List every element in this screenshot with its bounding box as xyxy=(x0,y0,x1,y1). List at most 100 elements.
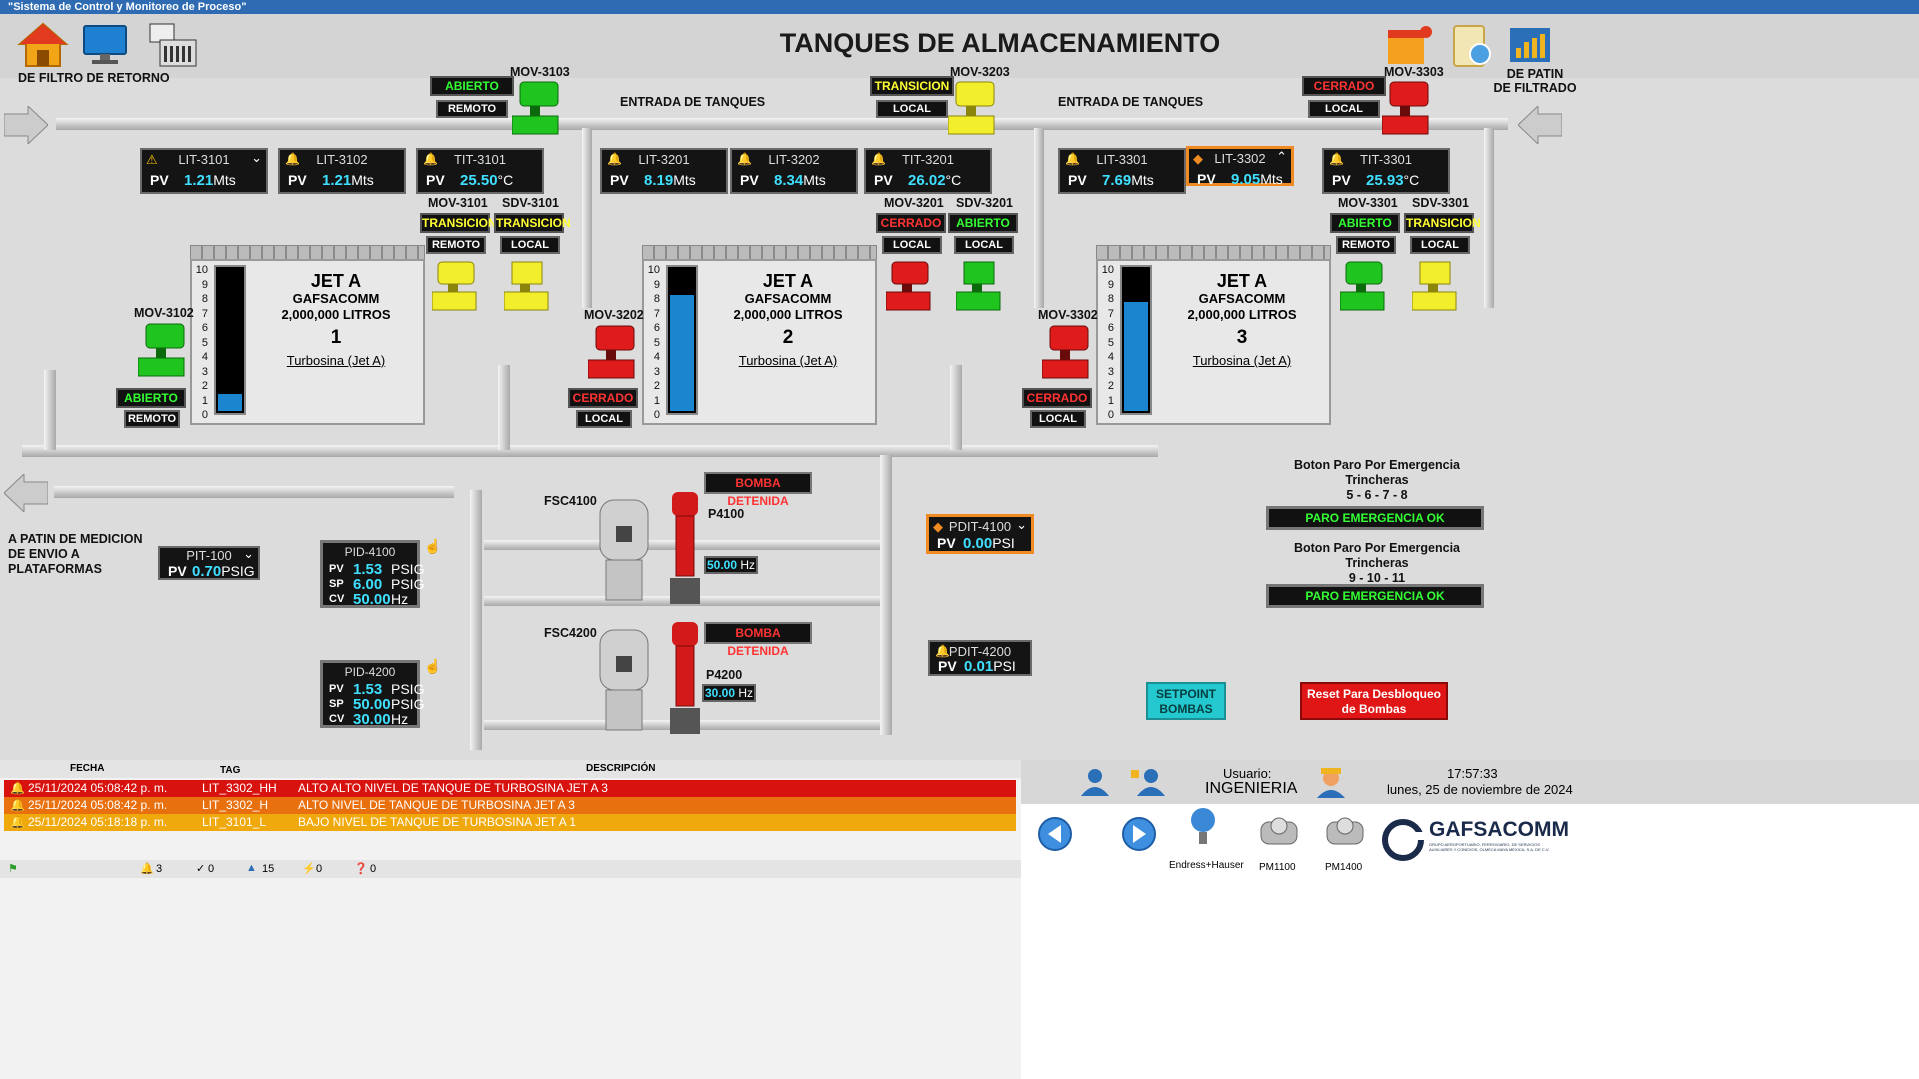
valve-sdv-3201[interactable]: SDV-3201 ABIERTO LOCAL xyxy=(948,196,1028,316)
network-icon[interactable] xyxy=(146,20,200,70)
pv-value: 1.21 xyxy=(322,172,352,189)
bell-icon: 🔔 xyxy=(607,152,622,166)
back-arrow-icon[interactable] xyxy=(1037,816,1073,852)
chevron-down-icon[interactable]: ⌄ xyxy=(243,546,254,561)
filter-vessel-icon[interactable] xyxy=(596,620,652,740)
trend-chart-icon[interactable] xyxy=(1504,20,1558,70)
motor-valve-icon xyxy=(1340,261,1385,311)
user-login-icon[interactable] xyxy=(1079,766,1111,798)
hz-value: 50.00 xyxy=(706,558,737,572)
valve-mov-3102[interactable]: MOV-3102 ABIERTO REMOTO xyxy=(116,306,206,428)
hand-pointer-icon[interactable]: ☝ xyxy=(424,658,442,674)
engineer-icon[interactable] xyxy=(1315,766,1349,798)
pump-label-p4100: P4100 xyxy=(708,507,745,521)
hz-value: 30.00 xyxy=(704,686,735,700)
pv-unit: Mts xyxy=(1131,172,1154,188)
valve-sdv-3301[interactable]: SDV-3301 TRANSICION LOCAL xyxy=(1404,196,1484,316)
setpoint-bombas-button[interactable]: SETPOINT BOMBAS xyxy=(1146,682,1226,720)
flowmeter-icon[interactable] xyxy=(1183,806,1223,846)
motor-valve-icon xyxy=(588,325,635,379)
valve-status: CERRADO xyxy=(1302,76,1386,96)
alarm-col-descripcion[interactable]: DESCRIPCIÓN xyxy=(586,763,656,774)
valve-mov-3302[interactable]: MOV-3302 CERRADO LOCAL xyxy=(1022,308,1112,430)
hand-pointer-icon[interactable]: ☝ xyxy=(424,538,442,554)
alarm-col-tag[interactable]: TAG xyxy=(220,765,241,776)
reset-bombas-button[interactable]: Reset Para Desbloqueo de Bombas xyxy=(1300,682,1448,720)
valve-mov-3201[interactable]: MOV-3201 CERRADO LOCAL xyxy=(876,196,956,316)
valve-mov-3203[interactable]: MOV-3203 TRANSICION LOCAL xyxy=(870,64,1010,139)
alarm-tag: LIT_3302_H xyxy=(202,798,269,812)
diamond-alarm-icon: ◆ xyxy=(1193,151,1203,166)
indicator-tag: TIT-3201 xyxy=(901,152,955,167)
valve-mov-3103[interactable]: MOV-3103 ABIERTO REMOTO xyxy=(430,64,570,139)
indicator-tag: LIT-3201 xyxy=(638,152,690,167)
sp-value: 50.00 xyxy=(353,696,391,713)
pv-value: 8.34 xyxy=(774,172,804,189)
valve-tag: MOV-3203 xyxy=(950,65,1010,79)
pump-p4100-icon[interactable] xyxy=(668,488,702,608)
device-label-endress: Endress+Hauser xyxy=(1169,860,1244,871)
discharge-pipe xyxy=(54,486,454,498)
pv-value: 25.50 xyxy=(460,172,498,189)
cv-label: CV xyxy=(329,593,345,605)
estop-status-1[interactable]: PARO EMERGENCIA OK xyxy=(1266,506,1484,530)
forward-arrow-icon[interactable] xyxy=(1121,816,1157,852)
pm1400-meter-icon[interactable] xyxy=(1323,814,1367,850)
alarm-calendar-icon[interactable] xyxy=(1384,20,1438,70)
pv-label: PV xyxy=(1197,171,1216,187)
label-entrada-1: ENTRADA DE TANQUES xyxy=(620,95,766,109)
user-switch-icon[interactable] xyxy=(1131,766,1165,798)
chevron-down-icon[interactable]: ⌄ xyxy=(251,150,262,165)
valve-mov-3303[interactable]: MOV-3303 CERRADO LOCAL xyxy=(1302,64,1444,139)
monitor-icon[interactable] xyxy=(78,20,132,70)
chevron-up-icon[interactable]: ⌃ xyxy=(1276,149,1287,164)
pump-p4200-icon[interactable] xyxy=(668,618,702,738)
tank-product: Turbosina (Jet A) xyxy=(286,353,386,368)
filter-vessel-icon[interactable] xyxy=(596,490,652,610)
pv-value: 0.01 xyxy=(964,658,994,675)
estop-title-2: Boton Paro Por Emergencia Trincheras 9 -… xyxy=(1293,541,1460,585)
tank-company: GAFSACOMM xyxy=(1198,291,1286,306)
valve-mov-3101[interactable]: MOV-3101 TRANSICION REMOTO xyxy=(420,196,500,316)
pv-label: PV xyxy=(1332,172,1351,188)
pm1100-meter-icon[interactable] xyxy=(1257,814,1301,850)
cv-value: 50.00 xyxy=(353,591,391,608)
pv-label: PV xyxy=(874,172,893,188)
valve-mov-3301[interactable]: MOV-3301 ABIERTO REMOTO xyxy=(1330,196,1410,316)
clipboard-clock-icon[interactable] xyxy=(1444,20,1498,70)
home-icon[interactable] xyxy=(16,20,70,70)
valve-status: CERRADO xyxy=(568,388,638,408)
valve-sdv-3101[interactable]: SDV-3101 TRANSICION LOCAL xyxy=(494,196,574,316)
pid-tag: PID-4100 xyxy=(344,545,396,559)
bell-icon: 🔔 xyxy=(935,644,950,658)
estop-status-2[interactable]: PARO EMERGENCIA OK xyxy=(1266,584,1484,608)
valve-mov-3202[interactable]: MOV-3202 CERRADO LOCAL xyxy=(568,308,658,430)
alarm-col-fecha[interactable]: FECHA xyxy=(70,763,105,774)
pv-label: PV xyxy=(168,563,187,579)
pv-unit: PSIG xyxy=(391,561,425,577)
chevron-down-icon[interactable]: ⌄ xyxy=(1016,517,1027,532)
valve-status: ABIERTO xyxy=(116,388,186,408)
pv-unit: PSIG xyxy=(221,563,255,579)
